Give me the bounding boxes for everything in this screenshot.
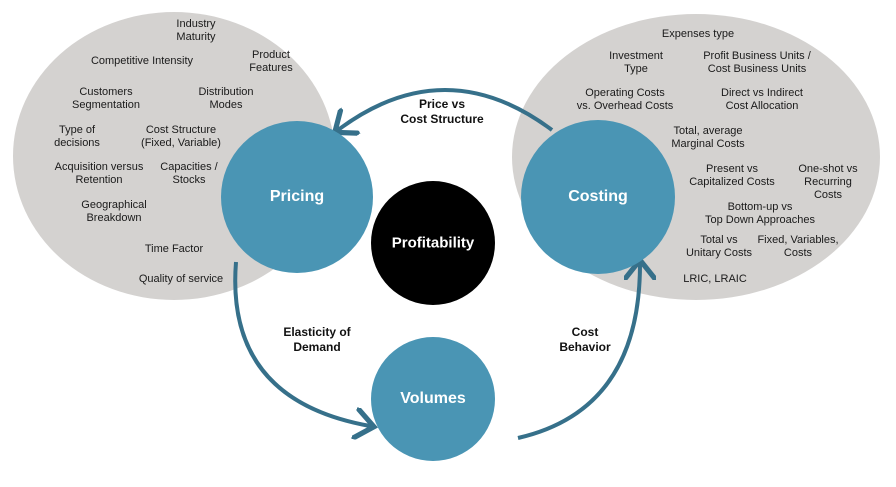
costing-factor: One-shot vs Recurring Costs: [798, 163, 858, 201]
node-pricing: Pricing: [269, 188, 325, 205]
edge-label-price-cost: Price vs Cost Structure: [400, 97, 484, 126]
arrow-pricing-to-volumes: [233, 261, 370, 426]
node-costing: Costing: [568, 188, 628, 205]
pricing-factor: Time Factor: [144, 243, 204, 255]
arrow-costing-to-pricing: [338, 88, 554, 130]
pricing-factor: Distribution Modes: [198, 86, 254, 111]
costing-factor: Profit Business Units / Cost Business Un…: [703, 50, 811, 75]
pricing-factor: Product Features: [249, 49, 293, 74]
pricing-factor: Competitive Intensity: [90, 55, 194, 67]
costing-factor: Bottom-up vs Top Down Approaches: [704, 201, 816, 226]
volumes-circle: [371, 337, 495, 461]
node-volumes: Volumes: [400, 390, 466, 407]
pricing-factor: Type of decisions: [54, 124, 100, 149]
edge-label-cost-behavior: Cost Behavior: [559, 325, 611, 354]
pricing-factor: Quality of service: [138, 273, 224, 285]
pricing-circle: [221, 121, 373, 273]
edge-label-elasticity: Elasticity of Demand: [283, 325, 351, 354]
pricing-factor: Capacities / Stocks: [160, 161, 218, 186]
pricing-factor: Acquisition versus Retention: [54, 161, 144, 186]
costing-factor: Present vs Capitalized Costs: [689, 163, 775, 188]
costing-factor: Direct vs Indirect Cost Allocation: [721, 87, 803, 112]
costing-factor: Expenses type: [661, 28, 735, 40]
costing-factor: Fixed, Variables, Costs: [757, 234, 839, 259]
profitability-circle: [371, 181, 495, 305]
arrow-volumes-to-costing: [517, 264, 640, 440]
costing-factor: Operating Costs vs. Overhead Costs: [576, 87, 674, 112]
pricing-factor: Customers Segmentation: [72, 86, 140, 111]
pricing-factor: Geographical Breakdown: [81, 199, 147, 224]
costing-factor: LRIC, LRAIC: [683, 273, 747, 285]
costing-factor: Investment Type: [609, 50, 663, 75]
node-profitability: Profitability: [391, 234, 475, 252]
pricing-factor: Industry Maturity: [176, 18, 216, 43]
costing-factor: Total vs Unitary Costs: [685, 234, 753, 259]
pricing-factor: Cost Structure (Fixed, Variable): [141, 124, 221, 149]
costing-circle: [521, 120, 675, 274]
costing-factor: Total, average Marginal Costs: [671, 125, 745, 150]
